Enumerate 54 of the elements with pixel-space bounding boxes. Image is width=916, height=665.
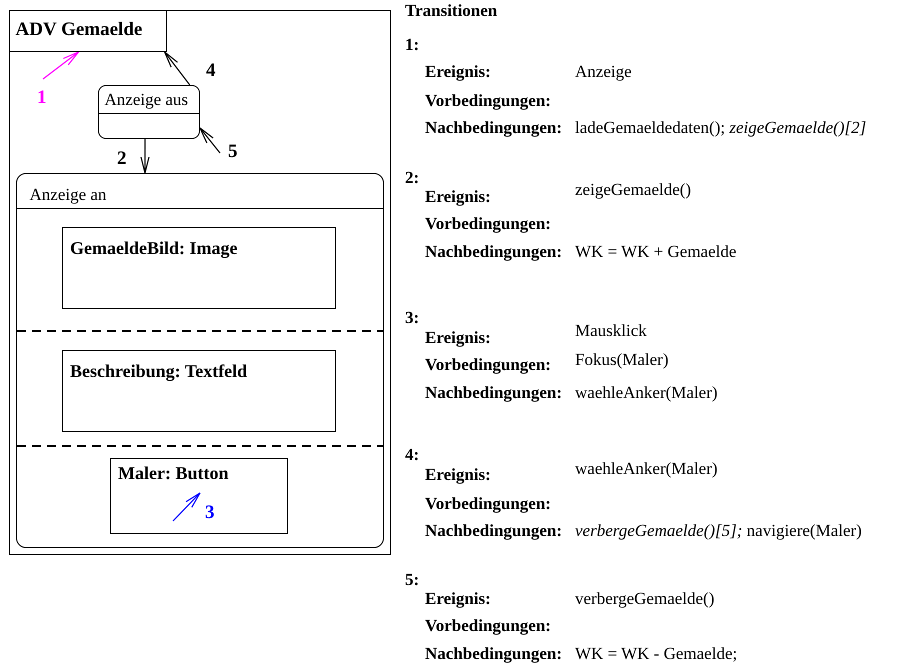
field-label: Vorbedingungen:	[425, 617, 551, 635]
arrow	[164, 51, 190, 86]
field-value: Anzeige	[575, 63, 632, 81]
transition-number: 1:	[405, 36, 420, 54]
field-label: Nachbedingungen:	[425, 384, 562, 402]
field-value: verbergeGemaelde()[5]; navigiere(Maler)	[575, 522, 862, 540]
field-label: Nachbedingungen:	[425, 243, 562, 261]
field-value: ladeGemaeldedaten(); zeigeGemaelde()[2]	[575, 119, 866, 137]
edge-label: 5	[228, 142, 238, 162]
field-label: Ereignis:	[425, 466, 491, 484]
field-label: Vorbedingungen:	[425, 495, 551, 513]
field-label: Vorbedingungen:	[425, 215, 551, 233]
field-value: Fokus(Maler)	[575, 351, 668, 369]
edge-label: 2	[117, 149, 126, 169]
state-box	[98, 84, 200, 138]
component-title: GemaeldeBild: Image	[70, 238, 238, 258]
field-label: Ereignis:	[425, 590, 491, 608]
field-label: Nachbedingungen:	[425, 119, 562, 137]
arrow	[199, 127, 220, 154]
arrow	[42, 51, 80, 80]
title-tab	[8, 10, 166, 52]
state-name: Anzeige an	[30, 184, 106, 204]
field-value: Mausklick	[575, 322, 647, 340]
field-label: Vorbedingungen:	[425, 92, 551, 110]
field-label: Nachbedingungen:	[425, 645, 562, 663]
field-label: Ereignis:	[425, 329, 491, 347]
component-title: Maler: Button	[118, 463, 228, 483]
edge-label: 1	[37, 88, 46, 108]
transition-number: 5:	[405, 571, 420, 589]
component-box	[62, 350, 336, 432]
view-title: ADV Gemaelde	[16, 20, 142, 40]
field-label: Ereignis:	[425, 63, 491, 81]
field-value: verbergeGemaelde()	[575, 590, 714, 608]
field-label: Ereignis:	[425, 188, 491, 206]
table-heading: Transitionen	[405, 2, 498, 20]
component-box	[62, 227, 336, 309]
component-box	[110, 458, 288, 534]
field-value: WK = WK - Gemaelde;	[575, 645, 738, 663]
state-name: Anzeige aus	[104, 90, 188, 110]
transition-number: 4:	[405, 446, 420, 464]
field-label: Nachbedingungen:	[425, 522, 562, 540]
transition-number: 3:	[405, 309, 420, 327]
callout-number: 3	[205, 504, 214, 522]
component-title: Beschreibung: Textfeld	[70, 361, 248, 381]
field-label: Vorbedingungen:	[425, 356, 551, 374]
state-box	[16, 172, 384, 548]
edge-label: 4	[206, 61, 216, 81]
arrow	[140, 139, 150, 174]
field-value: waehleAnker(Maler)	[575, 384, 718, 402]
field-value: zeigeGemaelde()	[575, 181, 692, 199]
transition-number: 2:	[405, 169, 420, 187]
field-value: waehleAnker(Maler)	[575, 460, 718, 478]
view-frame	[9, 10, 391, 555]
field-value: WK = WK + Gemaelde	[575, 243, 736, 261]
